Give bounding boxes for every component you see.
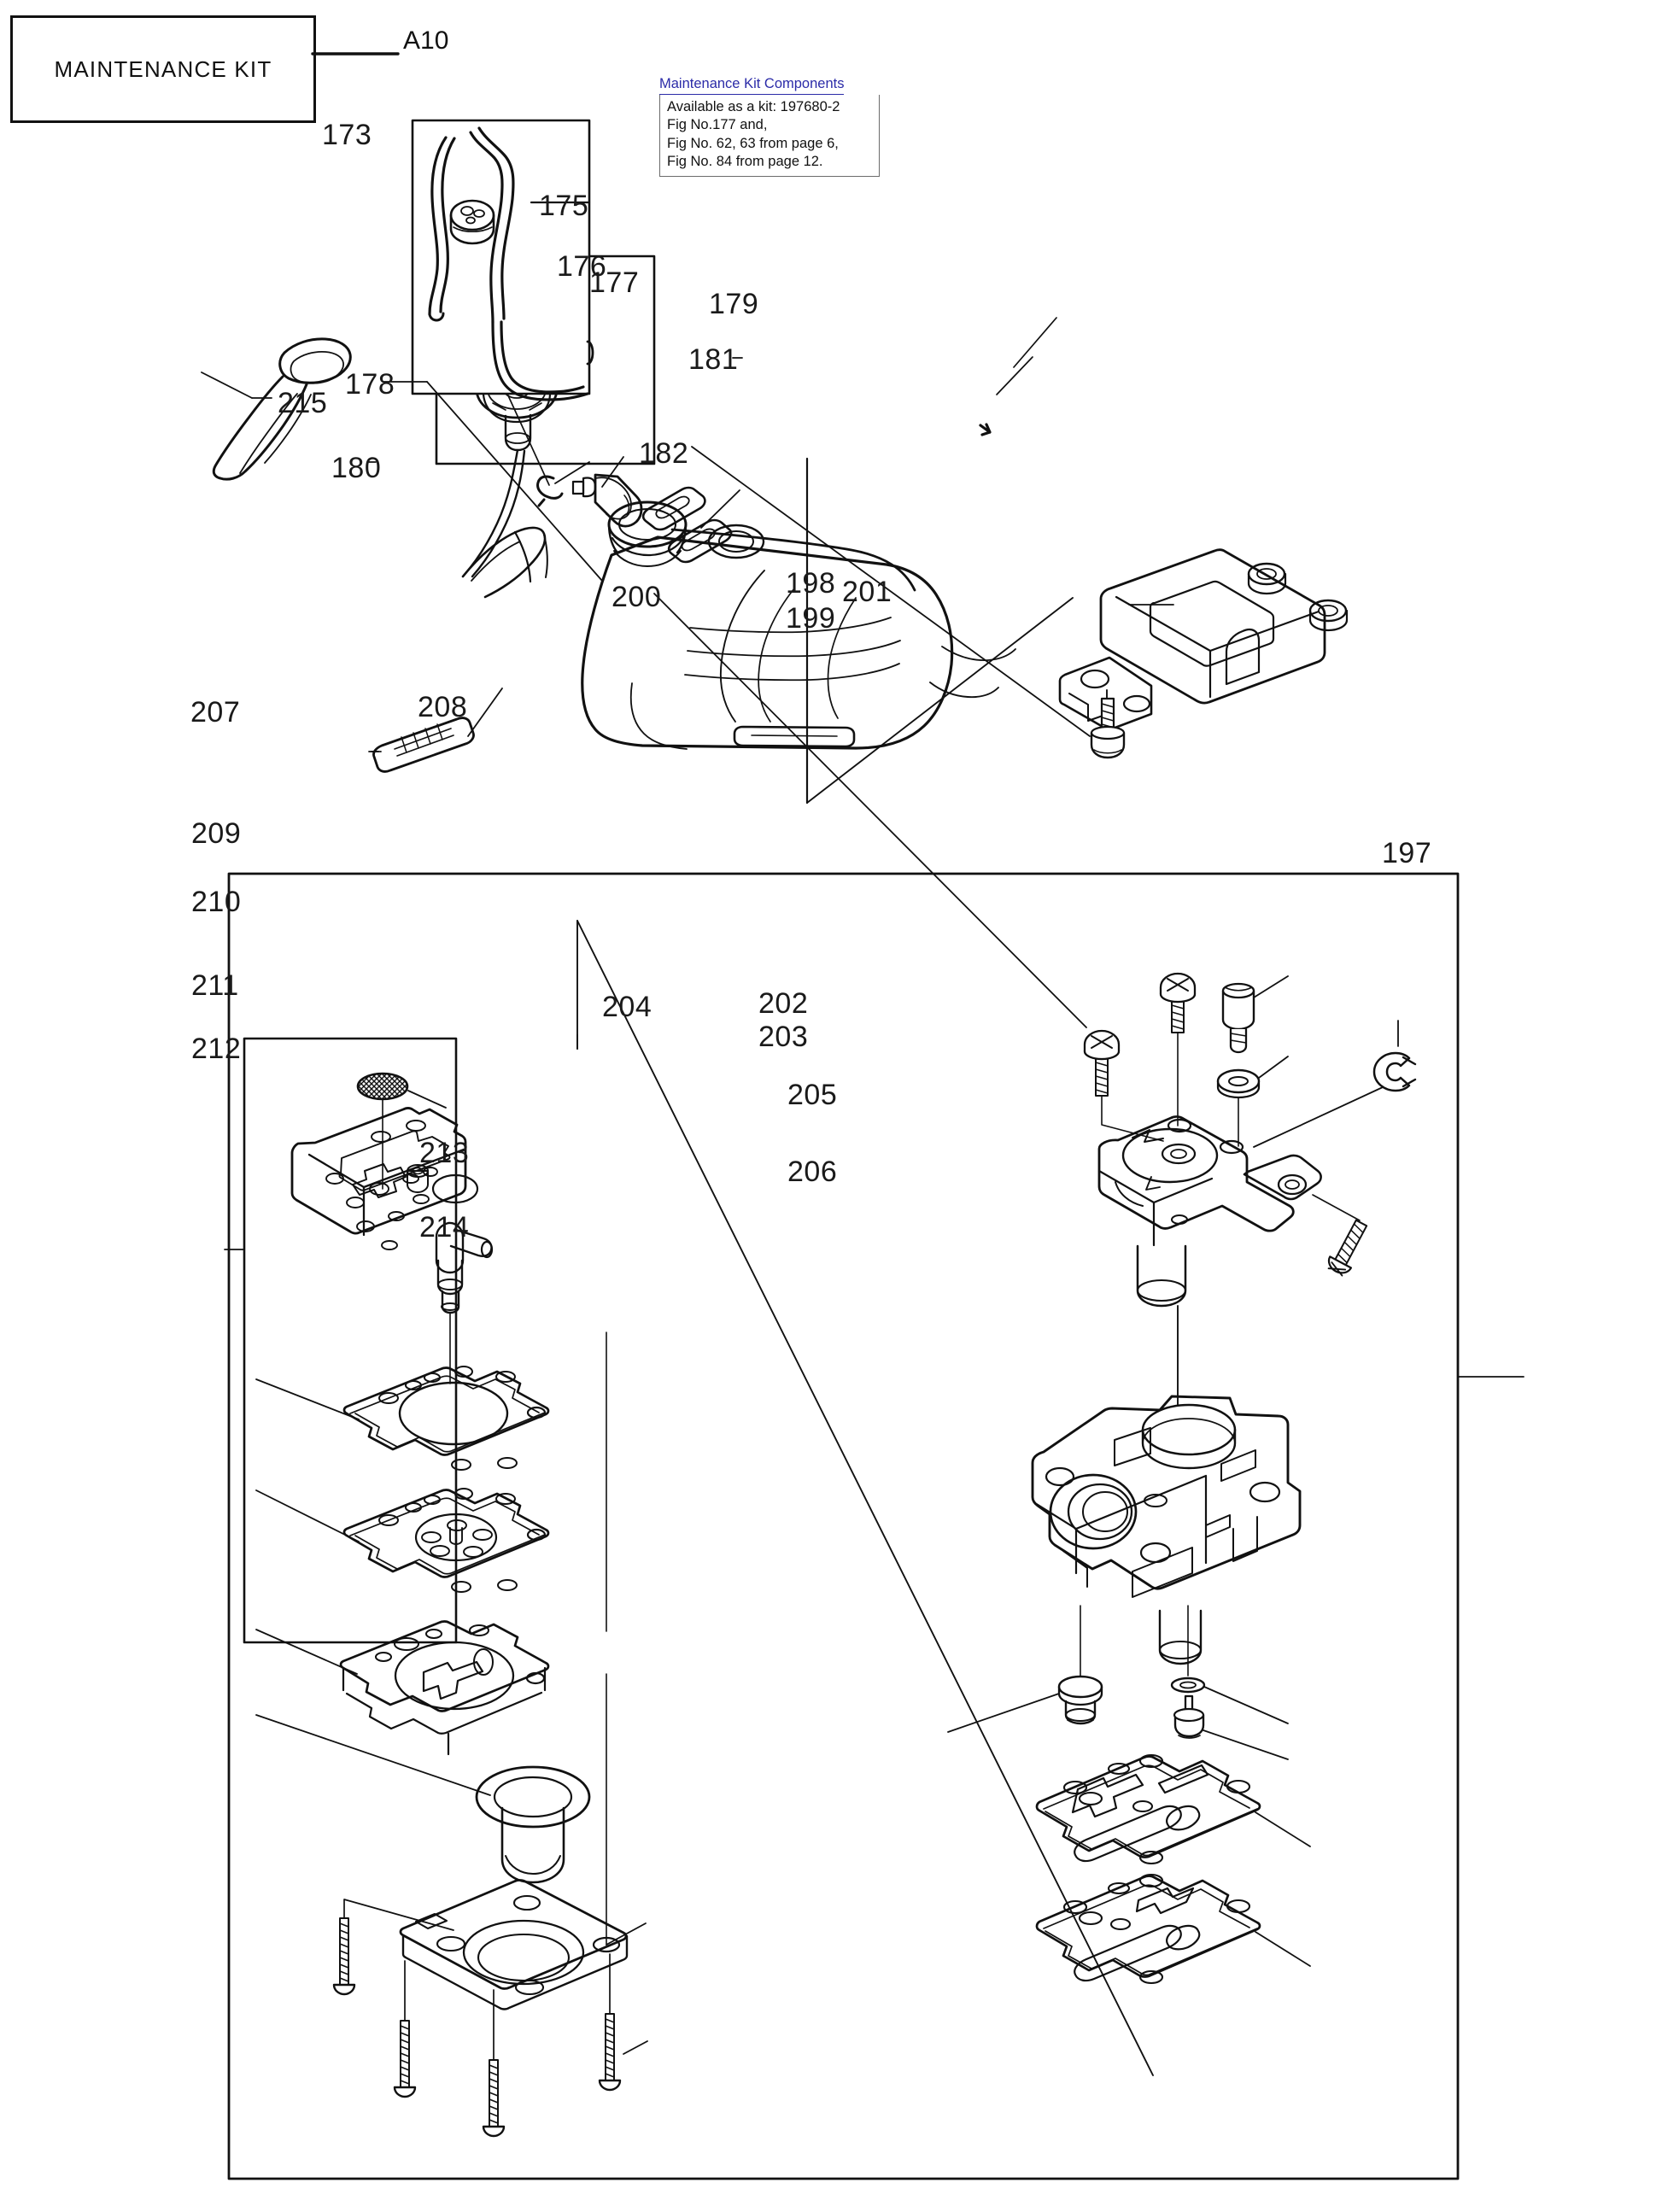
callout-211: 211	[191, 969, 239, 1002]
callout-201: 201	[842, 576, 892, 608]
note-heading: Maintenance Kit Components	[659, 75, 845, 95]
callout-200: 200	[612, 581, 662, 613]
note-line-2: Fig No.177 and,	[667, 117, 768, 133]
maintenance-kit-label: MAINTENANCE KIT	[54, 56, 272, 82]
callout-197: 197	[1382, 837, 1432, 869]
note-body: Available as a kit: 197680-2 Fig No.177 …	[659, 94, 880, 178]
callout-199: 199	[786, 602, 836, 635]
callout-181: 181	[688, 343, 739, 376]
callout-173: 173	[322, 119, 372, 151]
callout-179: 179	[709, 288, 759, 320]
callout-180: 180	[331, 452, 382, 484]
maintenance-kit-title-box: MAINTENANCE KIT	[10, 15, 316, 123]
callout-198: 198	[786, 567, 836, 600]
callout-182: 182	[639, 437, 689, 470]
note-line-1: Available as a kit: 197680-2	[667, 98, 840, 114]
callout-213: 213	[419, 1137, 470, 1169]
section-code-a10: A10	[403, 26, 449, 55]
callout-207: 207	[190, 696, 241, 729]
callout-215: 215	[278, 387, 328, 419]
note-line-3: Fig No. 62, 63 from page 6,	[667, 135, 839, 151]
callout-177: 177	[589, 266, 640, 299]
callout-178: 178	[345, 368, 395, 401]
callout-206: 206	[787, 1156, 838, 1188]
callout-202: 202	[758, 987, 809, 1020]
callout-205: 205	[787, 1079, 838, 1111]
note-line-4: Fig No. 84 from page 12.	[667, 153, 823, 169]
callout-203: 203	[758, 1021, 809, 1053]
maintenance-kit-note: Maintenance Kit Components Available as …	[659, 75, 880, 178]
callout-208: 208	[418, 691, 468, 723]
callout-212: 212	[191, 1033, 242, 1065]
callout-214: 214	[419, 1211, 470, 1244]
callout-209: 209	[191, 817, 242, 850]
callout-176: 176	[557, 250, 607, 283]
callout-210: 210	[191, 886, 242, 918]
callout-175: 175	[539, 190, 589, 222]
callout-204: 204	[602, 991, 653, 1023]
